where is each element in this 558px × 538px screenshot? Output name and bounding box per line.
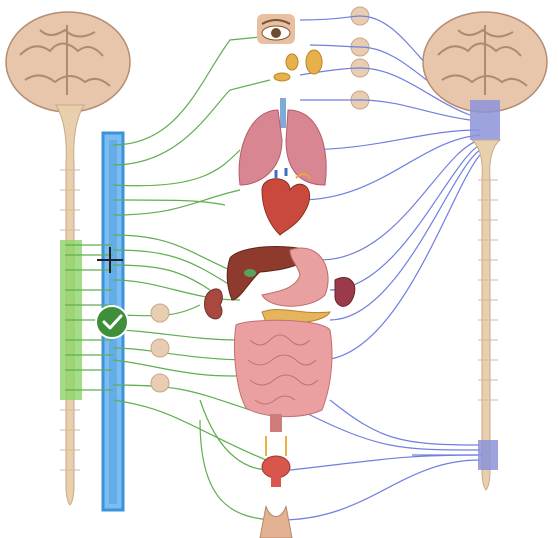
- sympathetic-nerves: [65, 35, 291, 521]
- selected-check-icon[interactable]: [95, 305, 129, 339]
- kidney-organ: [204, 288, 223, 320]
- crosshair-cursor-icon: [97, 247, 123, 273]
- heart-organ: [261, 168, 311, 236]
- parasympathetic-ganglia: [350, 6, 370, 110]
- intestines-organ: [234, 319, 333, 432]
- sympathetic-ganglia: [150, 303, 170, 393]
- bladder-organ: [261, 436, 291, 487]
- salivary-glands-organ: [273, 49, 323, 82]
- genitals-organ: [259, 505, 293, 538]
- right-spinal-cord: [470, 139, 502, 491]
- stomach-organ: [261, 247, 329, 307]
- lungs-organ: [238, 98, 327, 186]
- eye-organ: [257, 14, 295, 44]
- left-brain: [5, 11, 131, 113]
- right-brain: [422, 11, 548, 140]
- spleen-organ: [334, 277, 356, 307]
